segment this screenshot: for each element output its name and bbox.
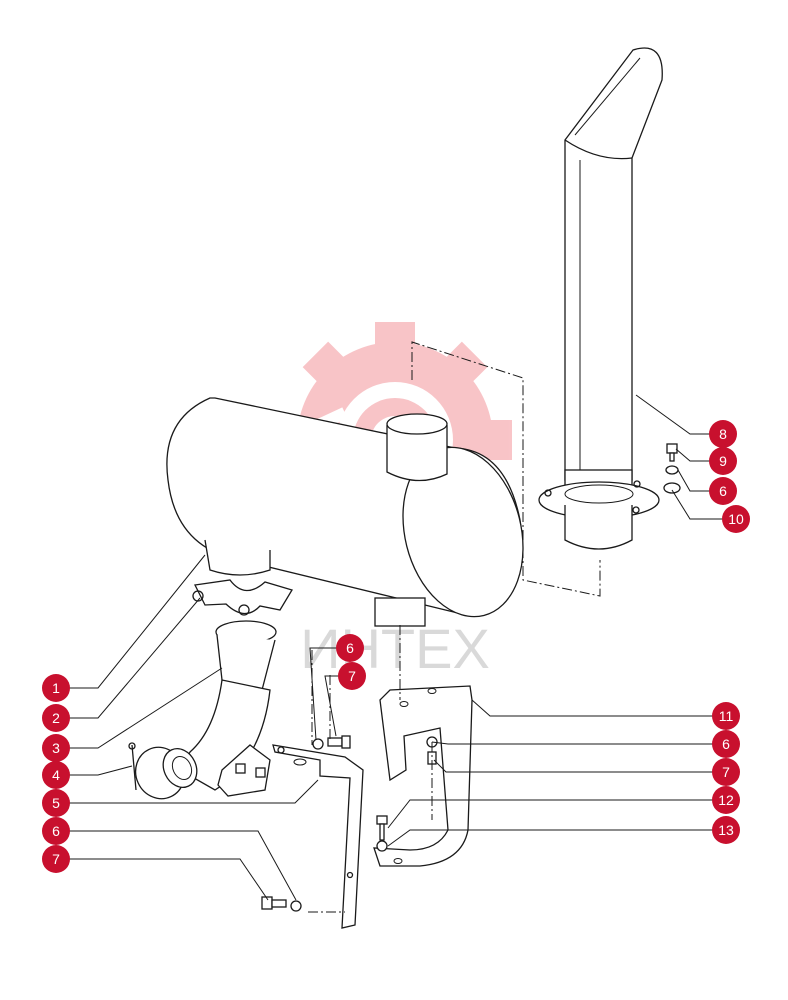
- callout-badge: 6: [709, 477, 737, 505]
- callout-label: 2: [52, 710, 60, 726]
- callout-badge: 13: [712, 816, 740, 844]
- assembly-centerlines: [308, 341, 601, 913]
- callout-label: 7: [722, 764, 730, 780]
- callout-label: 6: [719, 483, 727, 499]
- support-bracket-right: [373, 685, 473, 867]
- callout-badge: 7: [42, 845, 70, 873]
- callout-label: 5: [52, 795, 60, 811]
- callout-badge: 12: [712, 786, 740, 814]
- clamp-bracket: [192, 579, 293, 616]
- callout-label: 9: [719, 453, 727, 469]
- elbow-pipe: [128, 620, 277, 800]
- callout-label: 3: [52, 740, 60, 756]
- callout-label: 10: [728, 511, 744, 527]
- callout-label: 7: [348, 668, 356, 684]
- callout-label: 8: [719, 426, 727, 442]
- callout-badge: 6: [42, 817, 70, 845]
- callout-badge: 3: [42, 734, 70, 762]
- callout-label: 7: [52, 851, 60, 867]
- tailpipe-stack: [538, 47, 663, 550]
- callout-label: 6: [346, 640, 354, 656]
- callout-badge: 11: [712, 702, 740, 730]
- bolt-and-nut-lower: [261, 896, 302, 912]
- leader-lines: [68, 394, 736, 901]
- callout-badge: 7: [338, 662, 366, 690]
- callout-label: 13: [718, 822, 734, 838]
- callout-label: 12: [718, 792, 734, 808]
- callout-label: 4: [52, 767, 60, 783]
- muffler-body: [166, 397, 524, 627]
- callout-label: 6: [722, 736, 730, 752]
- support-bracket-left: [272, 744, 364, 929]
- callout-label: 6: [52, 823, 60, 839]
- bolt-and-nut-upper: [312, 735, 351, 750]
- callout-badge: 4: [42, 761, 70, 789]
- callout-label: 11: [719, 708, 734, 724]
- callout-badge: 9: [709, 447, 737, 475]
- callout-label: 1: [52, 680, 60, 696]
- callout-badge: 6: [336, 634, 364, 662]
- callout-badge: 8: [709, 420, 737, 448]
- callout-badge: 6: [712, 730, 740, 758]
- callout-badge: 10: [722, 505, 750, 533]
- callout-badge: 1: [42, 674, 70, 702]
- callout-badge: 2: [42, 704, 70, 732]
- callout-badge: 7: [712, 758, 740, 786]
- callout-badge: 5: [42, 789, 70, 817]
